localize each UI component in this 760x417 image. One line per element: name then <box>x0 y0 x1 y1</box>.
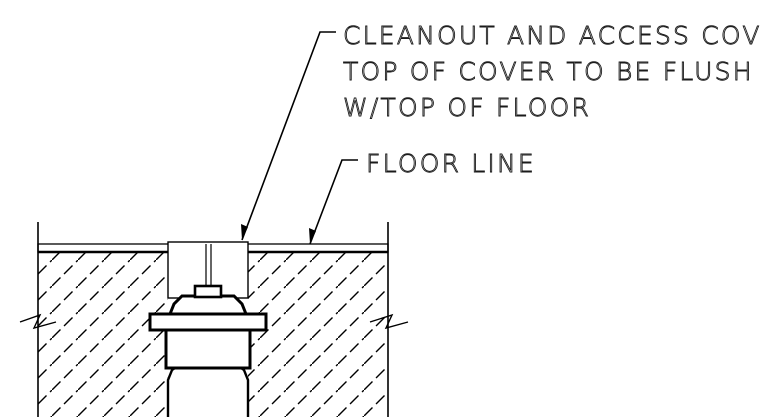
cleanout-callout-line-2: TOP OF COVER TO BE FLUSH <box>342 57 755 86</box>
cleanout-callout-line-2-outline: TOP OF COVER TO BE FLUSH <box>343 57 754 86</box>
cleanout-callout-line-3-outline: W/TOP OF FLOOR <box>343 93 591 122</box>
cleanout-leader-arrow <box>241 224 248 240</box>
cleanout-leader <box>241 31 336 241</box>
cleanout-callout-line-1: CLEANOUT AND ACCESS COVER <box>343 21 760 50</box>
floor-leader <box>309 159 358 245</box>
left-break-mark <box>19 313 57 330</box>
cleanout-callout: CLEANOUT AND ACCESS COVER CLEANOUT AND A… <box>342 21 760 123</box>
cleanout-callout-line-1-outline: CLEANOUT AND ACCESS COVER <box>343 21 760 50</box>
right-break-mark <box>369 313 409 330</box>
floor-line-callout: FLOOR LINE FLOOR LINE <box>366 149 536 179</box>
floor-line-label: FLOOR LINE <box>366 149 536 178</box>
floor-line-label-outline: FLOOR LINE <box>366 149 536 178</box>
floor-leader-arrow <box>309 228 316 244</box>
leader-lines <box>241 31 358 245</box>
cleanout-assembly <box>148 241 268 417</box>
cleanout-callout-line-3: W/TOP OF FLOOR <box>343 93 591 122</box>
